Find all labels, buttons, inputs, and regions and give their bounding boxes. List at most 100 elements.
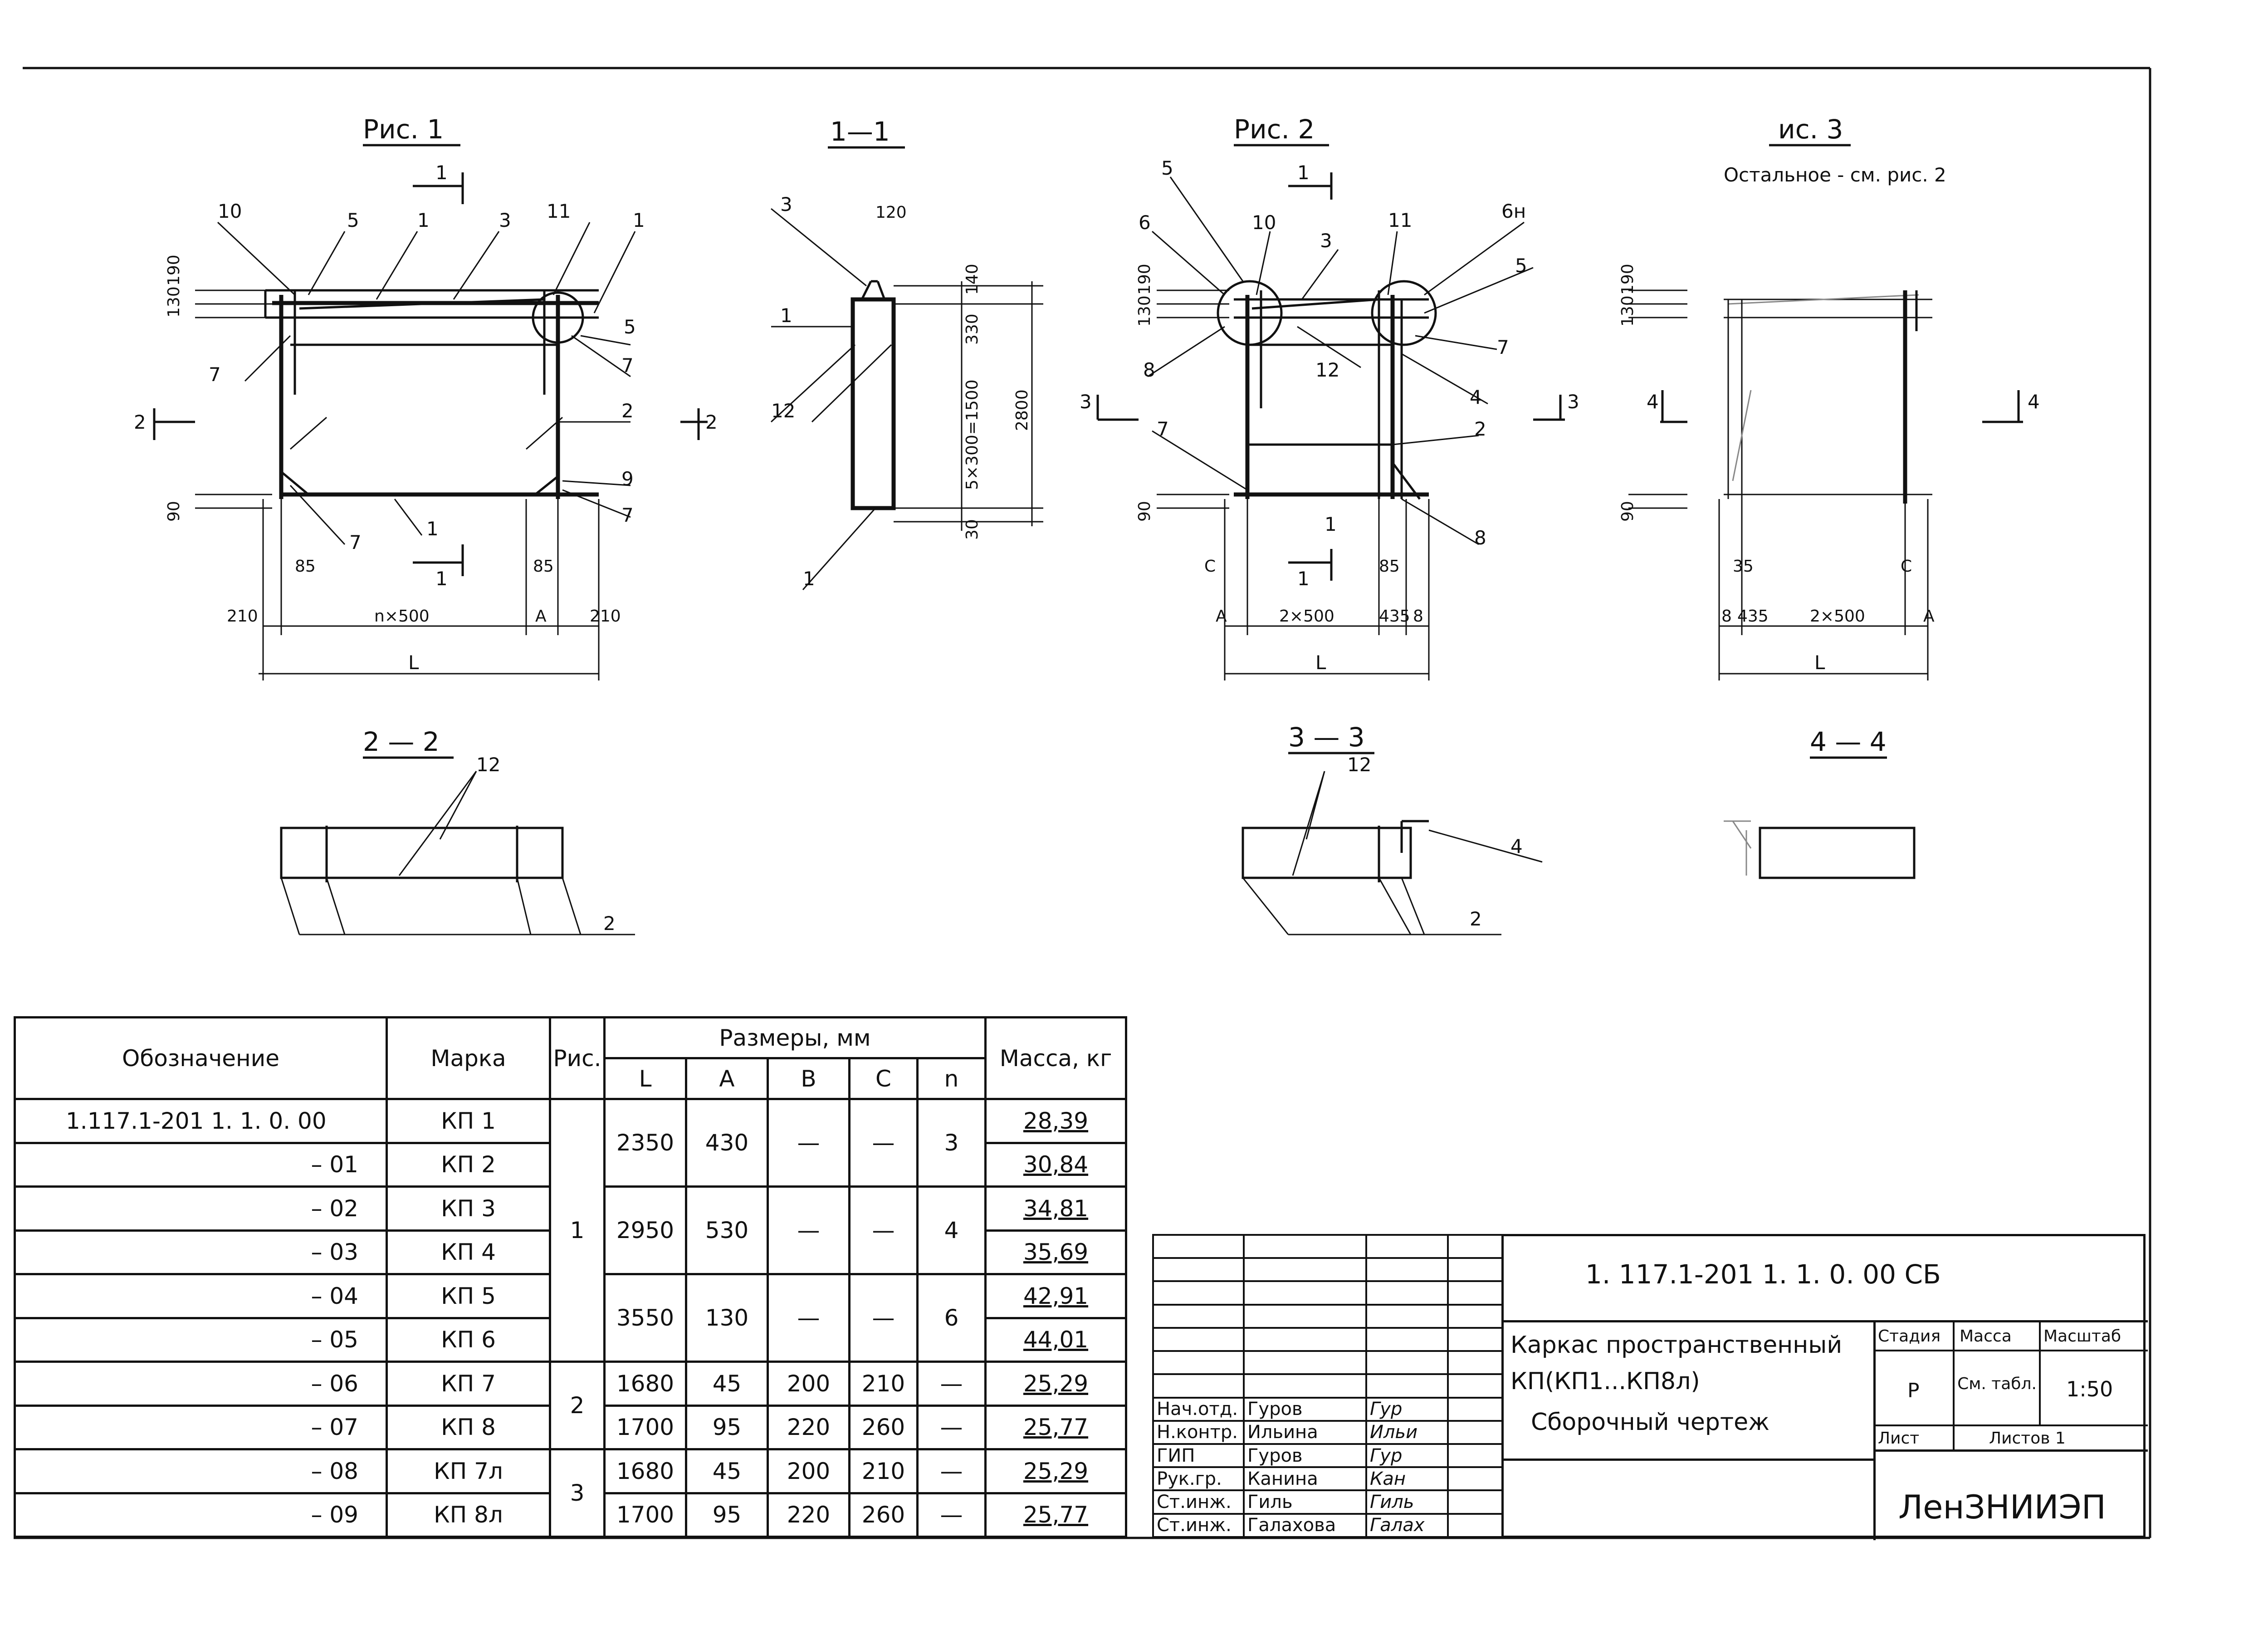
header-B: B <box>767 1057 850 1100</box>
fig1-dimL: L <box>408 651 419 674</box>
row-B: — <box>767 1098 850 1188</box>
fig2-dimL: L <box>1315 651 1326 674</box>
fig2-pos3: 3 <box>1320 230 1332 252</box>
title-line-1: Каркас пространственный <box>1510 1331 1843 1359</box>
fig2-cut1-top: 1 <box>1297 162 1310 184</box>
fig1-dim85b: 85 <box>533 557 554 576</box>
row-B: 220 <box>767 1404 850 1450</box>
row-designation: – 04 <box>14 1273 388 1319</box>
section-4-4: 4 — 4 <box>1724 726 1916 879</box>
staff-row: Нач.отд. Гуров Гур <box>1152 1396 1503 1422</box>
row-L: 3550 <box>603 1273 687 1363</box>
row-C: 210 <box>848 1448 919 1494</box>
table-row: – 07 КП 8 1700 95 220 260 — 25,77 <box>14 1404 1128 1450</box>
row-fig: 2 <box>549 1361 606 1450</box>
sec11-dim140: 140 <box>963 264 982 295</box>
sec11-dim120: 120 <box>875 203 907 222</box>
staff-row: ГИП Гуров Гур <box>1152 1443 1503 1468</box>
row-mark: КП 6 <box>386 1317 551 1363</box>
staff-signature: Кан <box>1365 1466 1449 1492</box>
staff-name: Гуров <box>1243 1443 1367 1468</box>
row-mark: КП 8л <box>386 1492 551 1538</box>
fig2-cut1-bottom: 1 <box>1297 568 1310 590</box>
fig2-pos1: 1 <box>1325 513 1337 535</box>
title-line-2: КП(КП1...КП8л) <box>1510 1368 1700 1395</box>
sec22-title: 2 — 2 <box>363 726 440 757</box>
staff-signature: Ильи <box>1365 1420 1449 1445</box>
table-row: – 01 КП 2 30,84 <box>14 1141 1128 1188</box>
row-A: 530 <box>685 1185 769 1275</box>
fig2-pos2: 2 <box>1474 418 1486 440</box>
staff-row: Рук.гр. Канина Кан <box>1152 1466 1503 1492</box>
fig1-cut2-left: 2 <box>134 411 146 433</box>
staff-role: Рук.гр. <box>1152 1466 1245 1492</box>
row-mark: КП 1 <box>386 1098 551 1144</box>
fig2-pos5r: 5 <box>1515 255 1527 277</box>
fig3-dim90: 90 <box>1618 501 1637 522</box>
staff-row: Ст.инж. Гиль Гиль <box>1152 1489 1503 1515</box>
mass-label: Масса <box>1960 1327 2012 1346</box>
fig1-dim-n500: n×500 <box>374 607 430 626</box>
fig3-note: Остальное - см. рис. 2 <box>1724 164 1946 186</box>
fig1-pos11: 11 <box>547 200 571 222</box>
fig2-pos11: 11 <box>1388 209 1412 231</box>
header-fig: Рис. <box>549 1016 606 1100</box>
fig1-pos1b: 1 <box>633 209 645 231</box>
row-mass: 25,77 <box>984 1492 1128 1538</box>
title-block-main: 1. 117.1-201 1. 1. 0. 00 СБ Каркас прост… <box>1501 1234 2148 1540</box>
sec11-dim5x300: 5×300=1500 <box>963 379 982 490</box>
row-mark: КП 5 <box>386 1273 551 1319</box>
sec11-pos1b: 1 <box>803 568 815 590</box>
fig2-title: Рис. 2 <box>1234 114 1315 145</box>
row-mass: 25,29 <box>984 1361 1128 1407</box>
fig1-cut1-bottom: 1 <box>435 568 448 590</box>
staff-signature: Гур <box>1365 1443 1449 1468</box>
fig1-dim210b: 210 <box>590 607 621 626</box>
sec11-dim330: 330 <box>963 313 982 345</box>
organization: ЛенЗНИИЭП <box>1898 1488 2106 1526</box>
sec33-title: 3 — 3 <box>1288 722 1365 753</box>
row-mark: КП 7 <box>386 1361 551 1407</box>
fig3-dim2x500: 2×500 <box>1810 607 1865 626</box>
row-A: 430 <box>685 1098 769 1188</box>
fig3-title: ис. 3 <box>1778 114 1843 145</box>
scale-label: Масштаб <box>2043 1327 2121 1346</box>
fig2-dim85: 85 <box>1379 557 1400 576</box>
row-mass: 28,39 <box>984 1098 1128 1144</box>
row-A: 95 <box>685 1492 769 1538</box>
table-row: – 09 КП 8л 1700 95 220 260 — 25,77 <box>14 1492 1128 1538</box>
row-n: 6 <box>916 1273 987 1363</box>
staff-row: Н.контр. Ильина Ильи <box>1152 1420 1503 1445</box>
staff-name: Гуров <box>1243 1396 1367 1422</box>
row-L: 2950 <box>603 1185 687 1275</box>
fig2-dimB: 8 <box>1413 607 1423 626</box>
row-mass: 44,01 <box>984 1317 1128 1363</box>
header-A: A <box>685 1057 769 1100</box>
staff-role: Ст.инж. <box>1152 1513 1245 1538</box>
scale-value: 1:50 <box>2066 1377 2113 1401</box>
row-C: 210 <box>848 1361 919 1407</box>
title-block-staff: Нач.отд. Гуров Гур Н.контр. Ильина Ильи … <box>1152 1234 1503 1538</box>
fig1-pos2: 2 <box>621 400 634 422</box>
table-row: – 03 КП 4 35,69 <box>14 1229 1128 1275</box>
table-row: 1.117.1-201 1. 1. 0. 00 КП 1 1 2350 430 … <box>14 1098 1128 1363</box>
fig1-dim90: 90 <box>165 501 183 522</box>
row-A: 130 <box>685 1273 769 1363</box>
fig2-dimC: C <box>1204 557 1216 576</box>
row-n: 4 <box>916 1185 987 1275</box>
row-B: 220 <box>767 1492 850 1538</box>
row-mark: КП 3 <box>386 1185 551 1232</box>
table-row: – 05 КП 6 44,01 <box>14 1317 1128 1363</box>
sheet-label: Лист <box>1878 1429 1920 1448</box>
fig2-cut3-left: 3 <box>1080 391 1092 413</box>
row-designation: – 01 <box>14 1141 388 1188</box>
staff-role: Ст.инж. <box>1152 1489 1245 1515</box>
row-A: 45 <box>685 1361 769 1407</box>
fig2-pos7: 7 <box>1497 336 1509 358</box>
fig1-dimA: A <box>535 607 547 626</box>
staff-signature: Гур <box>1365 1396 1449 1422</box>
fig1-pos1a: 1 <box>417 209 430 231</box>
specification-table: Обозначение Марка Рис. Размеры, мм Масса… <box>14 1016 1128 1538</box>
row-C: — <box>848 1273 919 1363</box>
row-L: 1700 <box>603 1404 687 1450</box>
